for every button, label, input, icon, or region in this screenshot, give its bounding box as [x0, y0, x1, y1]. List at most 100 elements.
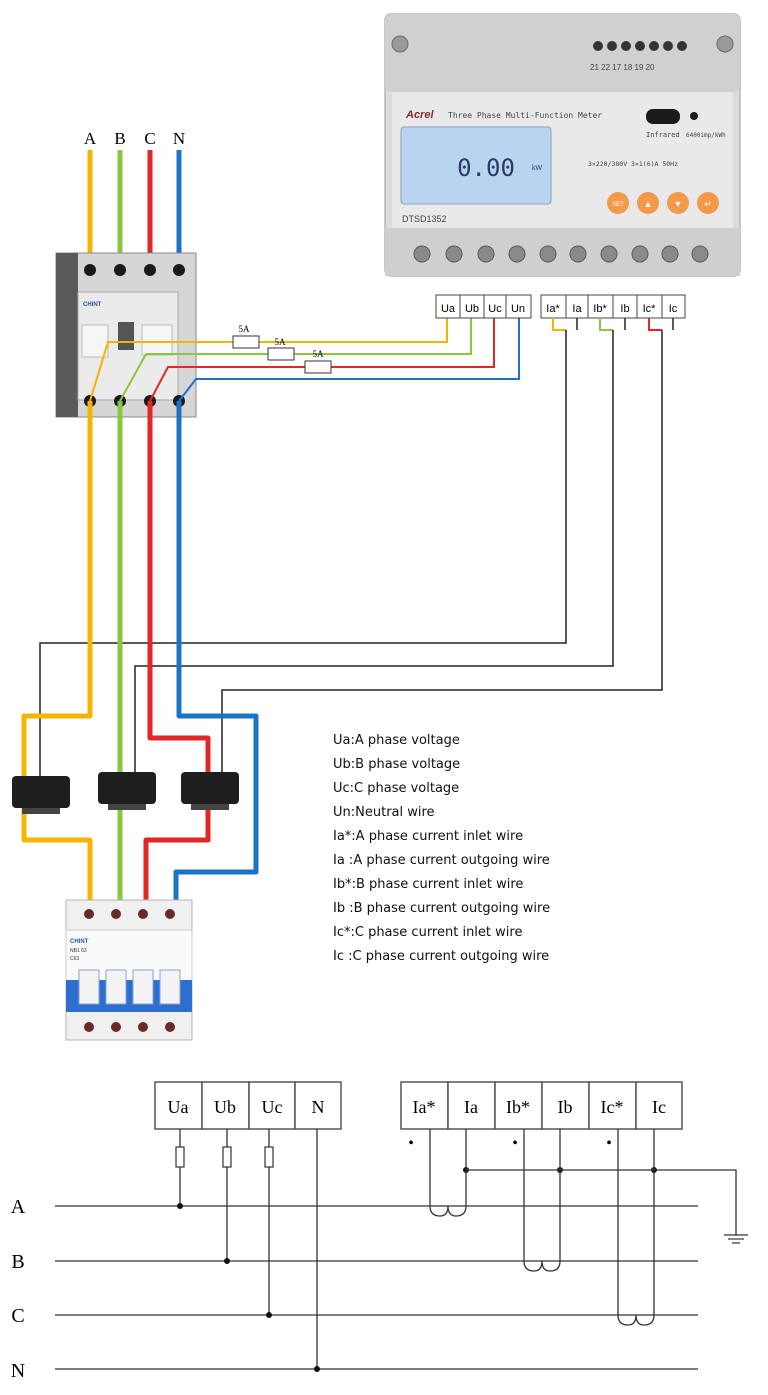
- fuse-a: [232, 335, 260, 349]
- terminal-ic-out: Ic: [669, 303, 678, 315]
- main-conductors: [21, 401, 259, 905]
- schematic-fuse-c: [264, 1146, 274, 1168]
- schematic-voltage-terminals: Ua Ub Uc N: [154, 1081, 342, 1130]
- fuse-c-label: 5A: [313, 349, 325, 359]
- terminal-ib-in: Ib*: [593, 303, 607, 315]
- moulded-case-breaker: CHINT: [55, 252, 197, 418]
- schematic-fuse-a: [175, 1146, 185, 1168]
- terminal-ib-out: Ib: [620, 303, 629, 315]
- schematic-terminal-ub: Ub: [214, 1097, 236, 1117]
- polarity-mark-c: •: [606, 1135, 612, 1152]
- line-label-b: B: [11, 1251, 24, 1273]
- schematic-junctions: [177, 1167, 657, 1372]
- meter-button-up[interactable]: [637, 192, 659, 214]
- meter-button-down-label: ▼: [674, 199, 683, 209]
- schematic-ct-loops: [429, 1129, 737, 1326]
- meter-display-value: 0.00: [457, 154, 515, 182]
- legend-line: Un:Neutral wire: [333, 805, 435, 820]
- schematic-terminal-ic-out: Ic: [652, 1097, 666, 1117]
- fuse-c: [304, 360, 332, 374]
- schematic-voltage-connections: [179, 1129, 318, 1369]
- meter-brand: Acrel: [405, 109, 434, 121]
- meter-title: Three Phase Multi-Function Meter: [448, 111, 602, 120]
- legend-line: Ib*:B phase current inlet wire: [333, 877, 523, 892]
- meter-button-set[interactable]: [607, 192, 629, 214]
- phase-labels: A B C N: [84, 129, 185, 148]
- schematic-terminal-ib-in: Ib*: [506, 1097, 530, 1117]
- phase-label-b: B: [114, 129, 125, 148]
- fuse-b-label: 5A: [275, 337, 287, 347]
- current-terminal-color-ticks: [552, 318, 662, 331]
- phase-label-n: N: [173, 129, 185, 148]
- schematic: Ua Ub Uc N Ia* Ia Ib* Ib Ic* Ic • •: [11, 1081, 748, 1382]
- pulse-led: [690, 112, 698, 120]
- schematic-terminal-uc: Uc: [262, 1097, 283, 1117]
- legend-line: Uc:C phase voltage: [333, 781, 459, 796]
- current-terminal-block: Ia* Ia Ib* Ib Ic* Ic: [540, 294, 686, 319]
- mcb-model: NB1 63: [70, 948, 87, 954]
- meter-model: DTSD1352: [402, 214, 447, 224]
- legend-line: Ua:A phase voltage: [333, 733, 460, 748]
- ct-a: [12, 776, 70, 814]
- line-label-a: A: [11, 1196, 26, 1218]
- legend-line: Ia*:A phase current inlet wire: [333, 829, 523, 844]
- phase-label-a: A: [84, 129, 97, 148]
- terminal-ia-in: Ia*: [546, 303, 560, 315]
- schematic-line-labels: A B C N: [11, 1196, 26, 1382]
- terminal-ic-in: Ic*: [643, 303, 657, 315]
- breaker-brand: CHINT: [83, 302, 102, 308]
- line-label-n: N: [11, 1360, 25, 1382]
- voltage-terminal-block: Ua Ub Uc Un: [435, 294, 532, 319]
- legend-line: Ic*:C phase current inlet wire: [333, 925, 522, 940]
- mcb-brand: CHINT: [70, 939, 89, 945]
- schematic-terminal-ia-in: Ia*: [413, 1097, 436, 1117]
- fuses: 5A 5A 5A: [232, 324, 332, 374]
- legend-line: Ib :B phase current outgoing wire: [333, 901, 550, 916]
- energy-meter: 21 22 17 18 19 20 Acrel Three Phase Mult…: [384, 13, 741, 277]
- meter-button-enter[interactable]: [697, 192, 719, 214]
- meter-button-up-label: ▲: [644, 199, 653, 209]
- infrared-label: Infrared: [646, 131, 680, 139]
- meter-button-down[interactable]: [667, 192, 689, 214]
- schematic-terminal-ic-in: Ic*: [601, 1097, 624, 1117]
- phase-label-c: C: [144, 129, 155, 148]
- ct-b: [98, 772, 156, 810]
- terminal-ub: Ub: [465, 303, 479, 315]
- current-transformers: [12, 772, 239, 814]
- terminal-ia-out: Ia: [572, 303, 582, 315]
- terminal-un: Un: [511, 303, 525, 315]
- meter-bottom-screws: [413, 245, 709, 263]
- meter-button-set-label: SET: [612, 202, 624, 208]
- legend-line: Ic :C phase current outgoing wire: [333, 949, 549, 964]
- schematic-fuse-b: [222, 1146, 232, 1168]
- meter-button-enter-label: ↵: [704, 199, 712, 209]
- legend-line: Ia :A phase current outgoing wire: [333, 853, 550, 868]
- breaker-handle[interactable]: [118, 322, 134, 350]
- ground-icon: [724, 1234, 748, 1244]
- meter-top-terminals: [593, 41, 687, 51]
- meter-rating: 3×220/380V 3×1(6)A 50Hz: [588, 160, 678, 168]
- mcb-rating: C63: [70, 956, 79, 962]
- incoming-wires: [87, 150, 182, 272]
- terminal-ua: Ua: [441, 303, 456, 315]
- schematic-terminal-n: N: [312, 1097, 325, 1117]
- pulse-label: 6400imp/kWh: [686, 132, 726, 139]
- schematic-fuses: [175, 1146, 274, 1168]
- schematic-terminal-ua: Ua: [168, 1097, 189, 1117]
- polarity-marks: • • •: [408, 1135, 612, 1152]
- terminal-uc: Uc: [488, 303, 502, 315]
- meter-terminal-numbers: 21 22 17 18 19 20: [590, 63, 655, 72]
- legend-line: Ub:B phase voltage: [333, 757, 460, 772]
- line-label-c: C: [11, 1305, 24, 1327]
- schematic-bus-lines: [55, 1205, 698, 1370]
- infrared-window: [646, 109, 680, 124]
- schematic-terminal-ib-out: Ib: [558, 1097, 573, 1117]
- fuse-b: [267, 347, 295, 361]
- meter-lcd: [400, 126, 552, 205]
- legend: Ua:A phase voltage Ub:B phase voltage Uc…: [333, 733, 550, 964]
- ct-c: [181, 772, 239, 810]
- meter-buttons: SET ▲ ▼ ↵: [607, 192, 719, 214]
- polarity-mark-b: •: [512, 1135, 518, 1152]
- schematic-terminal-ia-out: Ia: [464, 1097, 478, 1117]
